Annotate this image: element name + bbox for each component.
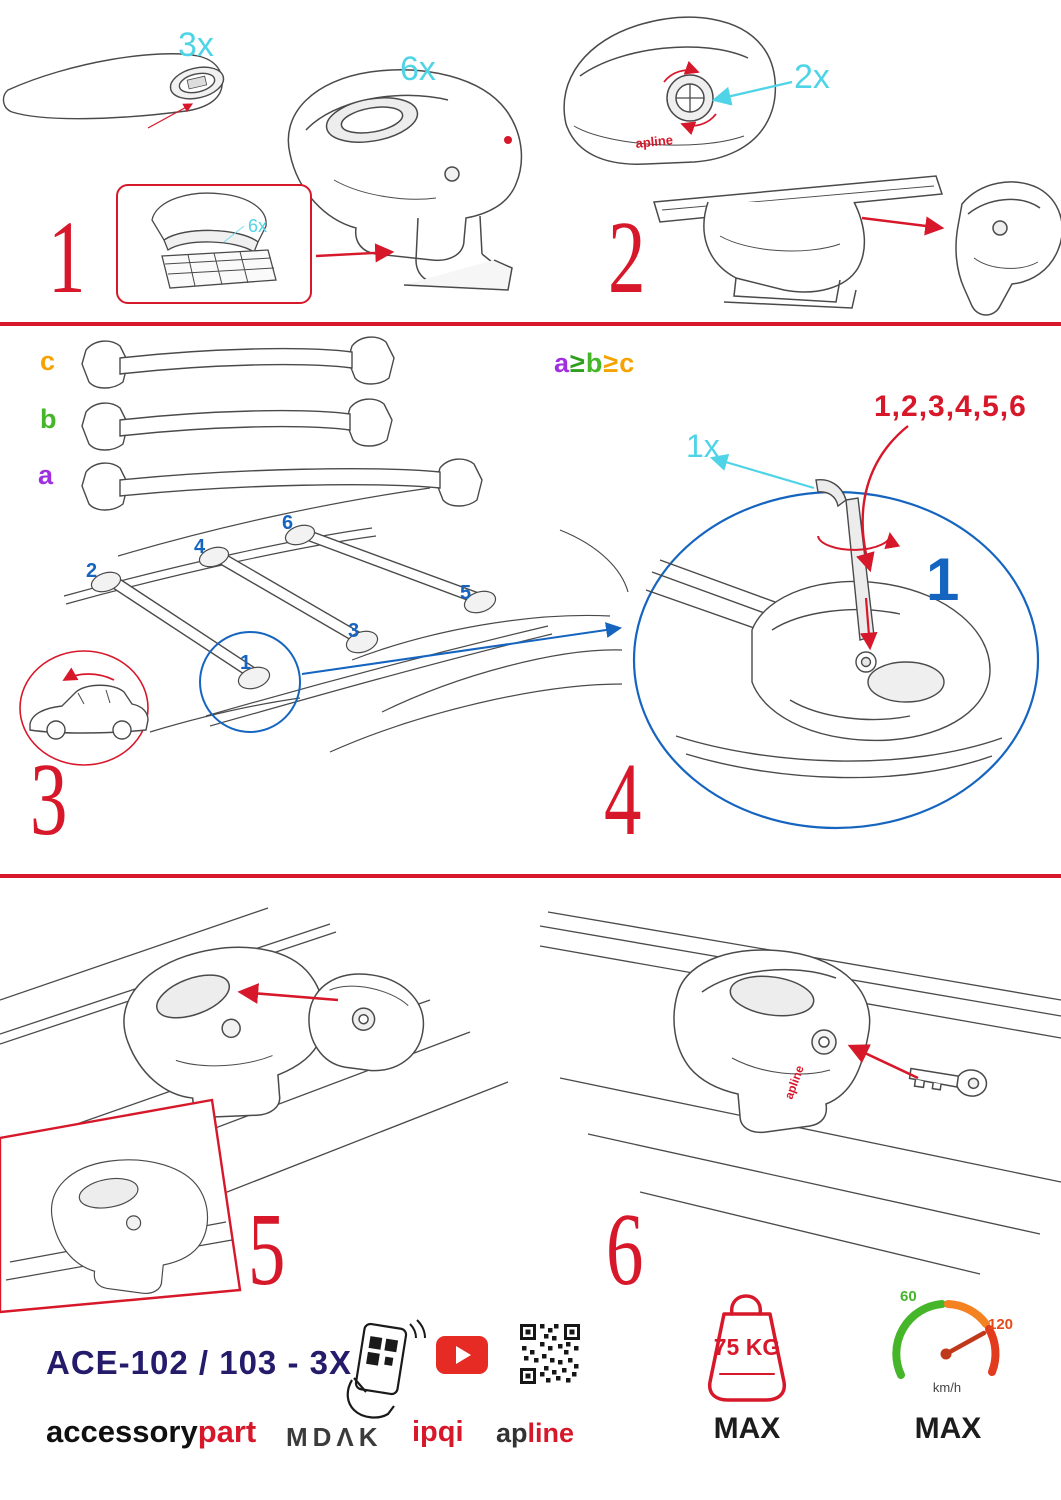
- tightening-sequence-label: 1,2,3,4,5,6: [874, 390, 1027, 423]
- pad-qty-pointer: [223, 225, 245, 243]
- gauge-needle: [943, 1330, 987, 1357]
- top-illustration-band: apline: [2, 16, 1061, 316]
- knob-qty-label: 2x: [794, 58, 830, 96]
- mdak-logo: MDΛK: [286, 1422, 383, 1452]
- detail-link-arrow: [301, 622, 622, 675]
- crossbar-tube-illustration: [2, 53, 225, 120]
- foot-clamp-illustration: [287, 69, 523, 291]
- rubber-pad-illustration: [151, 192, 277, 289]
- formula-b: b: [585, 348, 604, 378]
- pad-detail-box: [116, 184, 312, 304]
- key-qty-arrow: [709, 453, 815, 490]
- step-5-number: 5: [248, 1192, 286, 1307]
- car-roof-arrow: [62, 667, 115, 681]
- roof-position-1: 1: [240, 652, 252, 674]
- cap-attach-arrow: [861, 216, 945, 236]
- bar-qty-label: 3x: [178, 26, 214, 64]
- key-illustration: [908, 1067, 988, 1097]
- max-weight-value: 75 KG: [713, 1334, 781, 1360]
- apline-logo: apline: [496, 1418, 574, 1449]
- bar-label-b: b: [40, 404, 57, 434]
- foot-endcap-illustration: [653, 175, 1061, 316]
- middle-illustration-band: [19, 336, 1040, 830]
- roof-overview-illustration: [63, 487, 629, 753]
- pad-to-foot-arrow: [315, 243, 395, 263]
- qr-code: [516, 1320, 584, 1388]
- roof-position-2: 2: [86, 560, 98, 582]
- pad-qty-label: 6x: [248, 216, 268, 236]
- end-cap-piece: [955, 181, 1061, 316]
- speed-high-label: 120: [988, 1316, 1014, 1333]
- max-weight-icon: [707, 1294, 787, 1402]
- position-1-highlight-circle: [199, 631, 301, 733]
- foot-on-rail: [123, 946, 326, 1118]
- rotate-key-arrow: [817, 532, 901, 551]
- youtube-icon: [436, 1336, 488, 1374]
- roof-position-3: 3: [348, 620, 360, 642]
- knob-qty-arrow: [711, 80, 793, 106]
- sequence-arrow: [856, 425, 909, 573]
- max-weight-label: MAX: [713, 1412, 781, 1445]
- step-4-number: 4: [604, 742, 642, 857]
- foot-with-lock: apline: [673, 949, 871, 1134]
- bar-label-a: a: [38, 460, 54, 490]
- model-number: ACE-102 / 103 - 3X: [46, 1344, 352, 1381]
- speed-unit-label: km/h: [932, 1380, 962, 1395]
- tightening-detail-illustration: [632, 425, 1040, 830]
- inset-panel-illustration: [0, 1098, 242, 1314]
- bar-end-pointer-arrow: [147, 103, 194, 129]
- bar-size-formula: a≥b≥c: [554, 348, 635, 379]
- step-2-number: 2: [608, 200, 646, 315]
- roof-position-5: 5: [460, 582, 472, 604]
- bar-b-illustration: [81, 398, 393, 451]
- step-6-number: 6: [606, 1192, 644, 1307]
- brand-mark-on-foot: apline: [635, 132, 674, 151]
- play-icon: [456, 1346, 471, 1364]
- brand-dot: [504, 136, 512, 144]
- bar-label-c: c: [40, 346, 56, 376]
- ipqi-logo: ipqi: [412, 1416, 464, 1448]
- formula-a: a: [554, 348, 571, 378]
- phone-scan-icon: [346, 1319, 426, 1419]
- car-inset-illustration: [19, 650, 149, 766]
- section-divider-2: [0, 874, 1061, 878]
- section-divider-1: [0, 322, 1061, 326]
- brand-wordmark: accessorypart: [46, 1414, 256, 1450]
- roof-position-6: 6: [282, 512, 294, 534]
- step-3-number: 3: [30, 742, 68, 857]
- apline-line: line: [527, 1418, 575, 1448]
- brand-part: part: [197, 1414, 257, 1449]
- cover-removal-illustration: [0, 907, 509, 1235]
- cover-attach-arrow: [237, 983, 339, 1004]
- tool-qty-label: 1x: [686, 428, 720, 464]
- inset-foot: [50, 1159, 209, 1294]
- lock-illustration: apline: [539, 911, 1061, 1275]
- formula-c: c: [619, 348, 636, 378]
- apline-ap: ap: [496, 1418, 528, 1448]
- knob-rotate-arrow-2: [680, 113, 717, 136]
- formula-ge2: ≥: [603, 348, 620, 378]
- foot-qty-label: 6x: [400, 50, 436, 88]
- sequence-start-label: 1: [926, 546, 960, 613]
- bar-c-illustration: [81, 336, 395, 389]
- max-speed-label: MAX: [914, 1412, 982, 1445]
- knob-rotate-arrow: [663, 60, 700, 83]
- max-speed-gauge-icon: [892, 1300, 1000, 1379]
- speed-low-label: 60: [900, 1288, 917, 1305]
- key-insert-arrow: [847, 1044, 919, 1080]
- formula-ge1: ≥: [570, 348, 586, 378]
- roof-position-4: 4: [194, 536, 206, 558]
- foot-knob-illustration: apline: [563, 16, 776, 165]
- step-1-number: 1: [48, 200, 86, 315]
- press-down-arrow: [859, 597, 878, 651]
- detached-cover: [308, 973, 425, 1072]
- bar-a-illustration: [81, 458, 483, 511]
- bottom-illustration-band: apline: [0, 907, 1061, 1314]
- brand-accessory: accessory: [46, 1414, 198, 1449]
